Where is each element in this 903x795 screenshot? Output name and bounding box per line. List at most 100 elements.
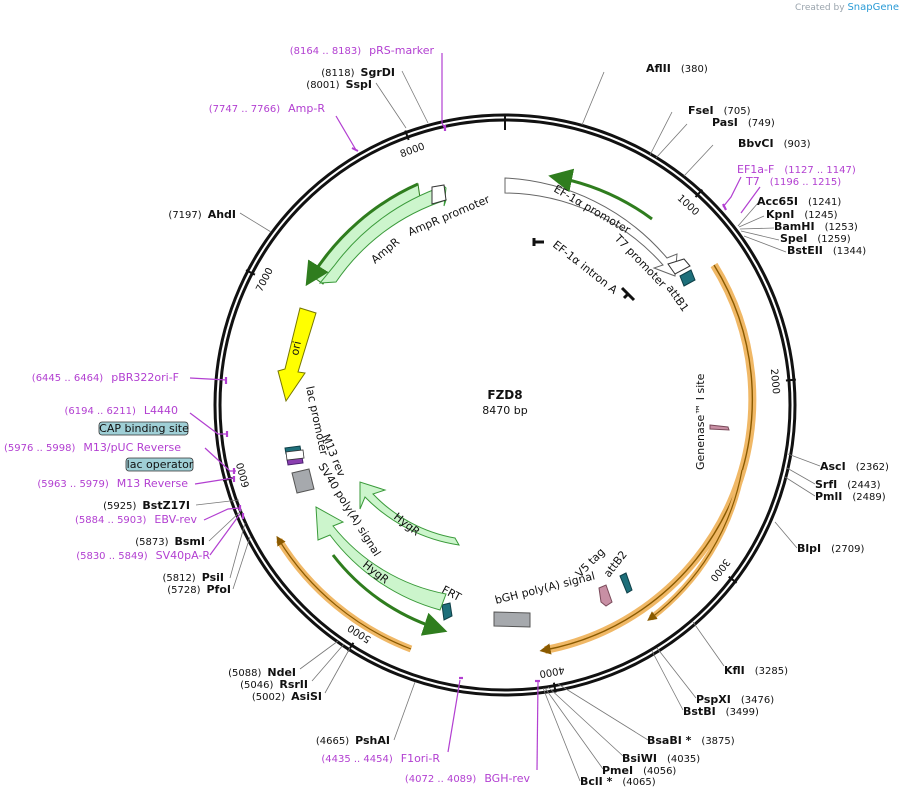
site-name-bamhi: BamHI: [774, 220, 815, 233]
hygr-highlight: [331, 554, 448, 636]
hygr-outer-arrow[interactable]: [359, 481, 460, 546]
ruler-label-8000: 8000: [399, 141, 427, 160]
ruler-tick-4000: [552, 682, 557, 693]
feature-label-bgh-polya: bGH poly(A) signal: [494, 569, 597, 606]
site-name-kfli: KflI: [724, 664, 745, 677]
ruler-label-3000: 3000: [707, 556, 731, 583]
ruler-label-7000: 7000: [254, 266, 276, 294]
t7-promoter-arrow[interactable]: [667, 258, 691, 275]
ruler-label-6000: 6000: [235, 461, 252, 488]
site-pos-asisi: (5002): [252, 692, 285, 703]
ampr-highlight: [305, 182, 419, 287]
site-name-bsabi: BsaBI *: [647, 734, 692, 747]
site-pos-pspxi: (3476): [741, 695, 774, 706]
attb2-marker[interactable]: [619, 572, 633, 594]
site-pos-pmli: (2489): [852, 492, 885, 503]
primer-name-t7: T7: [745, 175, 760, 188]
cap-binding-site-label: CAP binding site: [99, 422, 189, 435]
primer-pos-ampr: (7747 .. 7766): [209, 104, 281, 115]
primer-ticks: [224, 125, 727, 683]
site-pos-asci: (2362): [856, 462, 889, 473]
feature-label-ef1a-intron: EF-1α intron A: [550, 238, 620, 297]
primer-name-f1orir: F1ori-R: [401, 752, 441, 765]
site-pos-bstbi: (3499): [726, 707, 759, 718]
lac-operator-label: lac operator: [127, 458, 194, 471]
site-name-ndei: NdeI: [267, 666, 296, 679]
primer-name-sv40par: SV40pA-R: [156, 549, 211, 562]
site-name-srfi: SrfI: [815, 478, 837, 491]
primer-pos-ef1af: (1127 .. 1147): [784, 165, 856, 176]
orf-lower-left[interactable]: [276, 538, 413, 653]
site-pos-bcli: (4065): [622, 777, 655, 788]
genenase-site[interactable]: [709, 424, 730, 431]
site-name-psii: PsiI: [202, 571, 224, 584]
v5-tag[interactable]: [598, 584, 613, 607]
site-pos-pfoi: (5728): [167, 585, 200, 596]
site-pos-fsei: (705): [724, 106, 751, 117]
feature-label-attb1: attB1: [664, 282, 692, 314]
primer-name-pbr322orif: pBR322ori-F: [111, 371, 179, 384]
site-pos-bamhi: (1253): [825, 222, 858, 233]
site-name-pmei: PmeI: [602, 764, 633, 777]
site-pos-ndei: (5088): [228, 668, 261, 679]
primer-pos-prsmarker: (8164 .. 8183): [290, 46, 362, 57]
site-name-bcli: BclI *: [580, 775, 613, 788]
primer-name-m13pucreverse: M13/pUC Reverse: [83, 441, 181, 454]
site-name-acc65i: Acc65I: [757, 195, 798, 208]
site-pos-rsrii: (5046): [240, 680, 273, 691]
primer-markers: [189, 53, 761, 771]
site-pos-pmei: (4056): [643, 766, 676, 777]
site-name-bsiwi: BsiWI: [622, 752, 657, 765]
site-pos-bsiwi: (4035): [667, 754, 700, 765]
site-pos-bsmi: (5873): [135, 537, 168, 548]
feature-label-hygr-outer: HygR: [391, 510, 422, 539]
hygr-inner-arrow[interactable]: [315, 506, 447, 611]
feature-label-genenase: Genenase™ I site: [694, 373, 707, 470]
primer-name-ampr: Amp-R: [288, 102, 325, 115]
site-pos-blpi: (2709): [831, 544, 864, 555]
orf-lower-left-line: [276, 535, 412, 650]
site-name-kpni: KpnI: [766, 208, 794, 221]
ampr-promoter-box: [431, 184, 447, 205]
bgh-polya[interactable]: [493, 611, 531, 628]
ruler-tick-3000: [728, 575, 738, 584]
site-name-sgrdi: SgrDI: [361, 66, 395, 79]
site-pos-kpni: (1245): [804, 210, 837, 221]
snapgene-credit: Created by SnapGene: [795, 2, 899, 13]
site-name-bstz17i: BstZ17I: [142, 499, 190, 512]
site-name-bstbi: BstBI: [683, 705, 716, 718]
primer-name-m13reverse: M13 Reverse: [117, 477, 188, 490]
site-pos-bbvci: (903): [784, 139, 811, 150]
primer-pos-f1orir: (4435 .. 4454): [321, 754, 393, 765]
plasmid-length: 8470 bp: [482, 404, 527, 417]
feature-label-lac-promoter: lac promoter: [303, 385, 330, 457]
site-pos-bsabi: (3875): [701, 736, 734, 747]
ruler-tick-1000: [694, 189, 704, 198]
ruler-label-4000: 4000: [538, 664, 565, 679]
site-pos-bsteii: (1344): [833, 246, 866, 257]
primer-pos-m13pucreverse: (5976 .. 5998): [4, 443, 76, 454]
primer-name-ebvrev: EBV-rev: [154, 513, 197, 526]
site-name-bsmi: BsmI: [175, 535, 206, 548]
fzd8-orf-inner-line: [647, 469, 743, 621]
ori-arrow[interactable]: [277, 307, 317, 403]
site-name-aflii: AflII: [646, 62, 671, 75]
site-pos-srfi: (2443): [847, 480, 880, 491]
site-name-rsrii: RsrII: [279, 678, 308, 691]
lac-operator-box: [125, 457, 194, 472]
cap-binding-site-box: [98, 421, 189, 436]
attb1-marker[interactable]: [679, 269, 696, 287]
primer-pos-ebvrev: (5884 .. 5903): [75, 515, 147, 526]
site-name-pfoi: PfoI: [207, 583, 232, 596]
frt-marker[interactable]: [441, 602, 453, 621]
site-name-pasi: PasI: [712, 116, 738, 129]
ampr-promoter-arrow[interactable]: [318, 185, 447, 284]
site-pos-sgrdi: (8118): [321, 68, 354, 79]
backbone-outer: [213, 113, 797, 697]
sv40-polya[interactable]: [291, 468, 315, 494]
ef1a-intron-end: [620, 286, 636, 302]
ef1a-promoter-arrow[interactable]: [504, 177, 678, 277]
primer-name-prsmarker: pRS-marker: [369, 44, 434, 57]
plasmid-name: FZD8: [487, 388, 522, 402]
